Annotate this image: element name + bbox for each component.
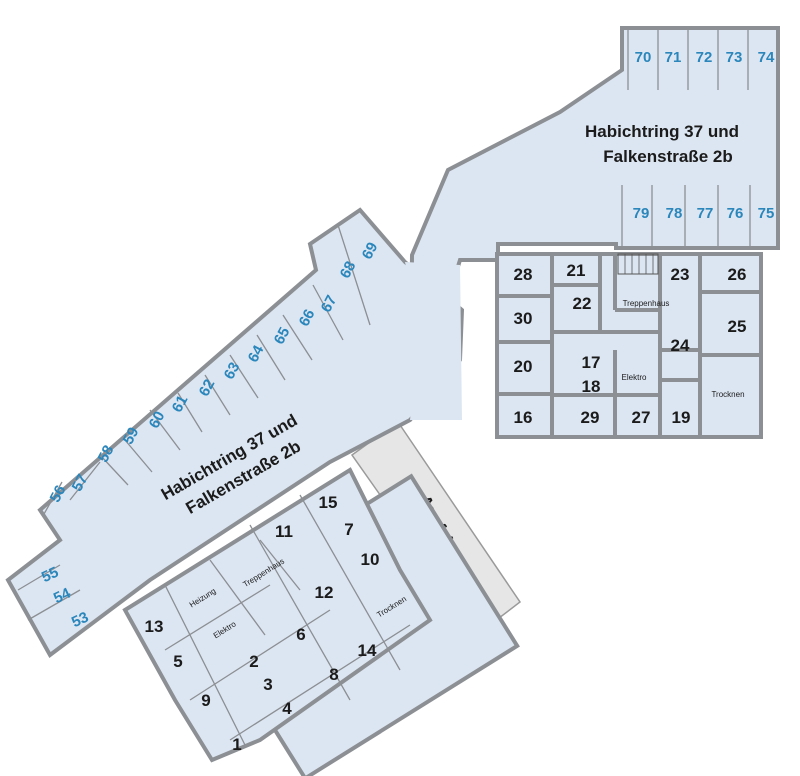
spot-77[interactable]: 77 (697, 205, 714, 222)
room-26[interactable]: 26 (728, 265, 747, 284)
spot-78[interactable]: 78 (666, 205, 683, 222)
room-12[interactable]: 12 (315, 583, 334, 602)
room-1[interactable]: 1 (232, 735, 241, 754)
north-spot-dividers-bottom (621, 185, 751, 248)
stairs-icon (617, 253, 659, 275)
north-drying-label: Trocknen (711, 390, 744, 399)
spot-55[interactable]: 55 (39, 564, 61, 586)
room-10[interactable]: 10 (361, 550, 380, 569)
room-30[interactable]: 30 (514, 309, 533, 328)
room-15[interactable]: 15 (319, 493, 338, 512)
spot-56[interactable]: 56 (47, 483, 70, 506)
room-13[interactable]: 13 (145, 617, 164, 636)
room-3[interactable]: 3 (263, 675, 272, 694)
spot-58[interactable]: 58 (95, 443, 118, 466)
room-7[interactable]: 7 (344, 520, 353, 539)
spot-79[interactable]: 79 (633, 205, 650, 222)
room-28[interactable]: 28 (514, 265, 533, 284)
spot-70[interactable]: 70 (635, 49, 652, 66)
room-20[interactable]: 20 (514, 357, 533, 376)
spot-53[interactable]: 53 (69, 609, 91, 631)
room-23[interactable]: 23 (671, 265, 690, 284)
spot-68[interactable]: 68 (337, 259, 360, 282)
spot-75[interactable]: 75 (758, 205, 775, 222)
spot-67[interactable]: 67 (318, 293, 341, 316)
north-stairs-label: Treppenhaus (623, 299, 670, 308)
room-4[interactable]: 4 (282, 699, 292, 718)
room-25[interactable]: 25 (728, 317, 747, 336)
room-19[interactable]: 19 (672, 408, 691, 427)
spot-63[interactable]: 63 (221, 360, 244, 383)
garage-north (408, 26, 780, 421)
spot-64[interactable]: 64 (245, 342, 268, 365)
south-block-outline (122, 467, 433, 763)
north-room-numbers: 28 21 22 30 20 16 17 18 29 27 19 23 26 2… (514, 261, 747, 427)
north-storage-block (495, 252, 763, 439)
room-16[interactable]: 16 (514, 408, 533, 427)
room-17[interactable]: 17 (582, 353, 601, 372)
spot-59[interactable]: 59 (120, 425, 143, 448)
spot-65[interactable]: 65 (271, 325, 294, 348)
room-14[interactable]: 14 (358, 641, 377, 660)
spot-57[interactable]: 57 (69, 472, 92, 495)
spot-74[interactable]: 74 (758, 49, 775, 66)
spot-76[interactable]: 76 (727, 205, 744, 222)
north-title-line1: Habichtring 37 und (585, 122, 739, 141)
spot-60[interactable]: 60 (146, 409, 169, 432)
south-room-dividers (164, 494, 411, 746)
room-11[interactable]: 11 (275, 522, 293, 541)
room-8[interactable]: 8 (329, 665, 338, 684)
room-24[interactable]: 24 (671, 336, 690, 355)
room-9[interactable]: 9 (201, 691, 210, 710)
spot-62[interactable]: 62 (196, 377, 219, 400)
spot-61[interactable]: 61 (169, 393, 192, 416)
room-2[interactable]: 2 (249, 652, 258, 671)
room-21[interactable]: 21 (567, 261, 586, 280)
garage-connector (405, 262, 462, 420)
room-27[interactable]: 27 (632, 408, 651, 427)
spot-73[interactable]: 73 (726, 49, 743, 66)
room-5[interactable]: 5 (173, 652, 182, 671)
north-title-line2: Falkenstraße 2b (603, 147, 732, 166)
room-18[interactable]: 18 (582, 377, 601, 396)
spot-66[interactable]: 66 (296, 307, 319, 330)
north-electric-label: Elektro (622, 373, 647, 382)
south-spot-dividers (17, 224, 371, 621)
spot-71[interactable]: 71 (665, 49, 682, 66)
parking-numbers: 70 71 72 73 74 79 78 77 76 75 69 68 67 6… (39, 49, 775, 631)
room-29[interactable]: 29 (581, 408, 600, 427)
room-22[interactable]: 22 (573, 294, 592, 313)
spot-69[interactable]: 69 (359, 240, 382, 263)
spot-72[interactable]: 72 (696, 49, 713, 66)
room-6[interactable]: 6 (296, 625, 305, 644)
north-spot-dividers-top (627, 28, 779, 90)
spot-54[interactable]: 54 (51, 584, 74, 607)
